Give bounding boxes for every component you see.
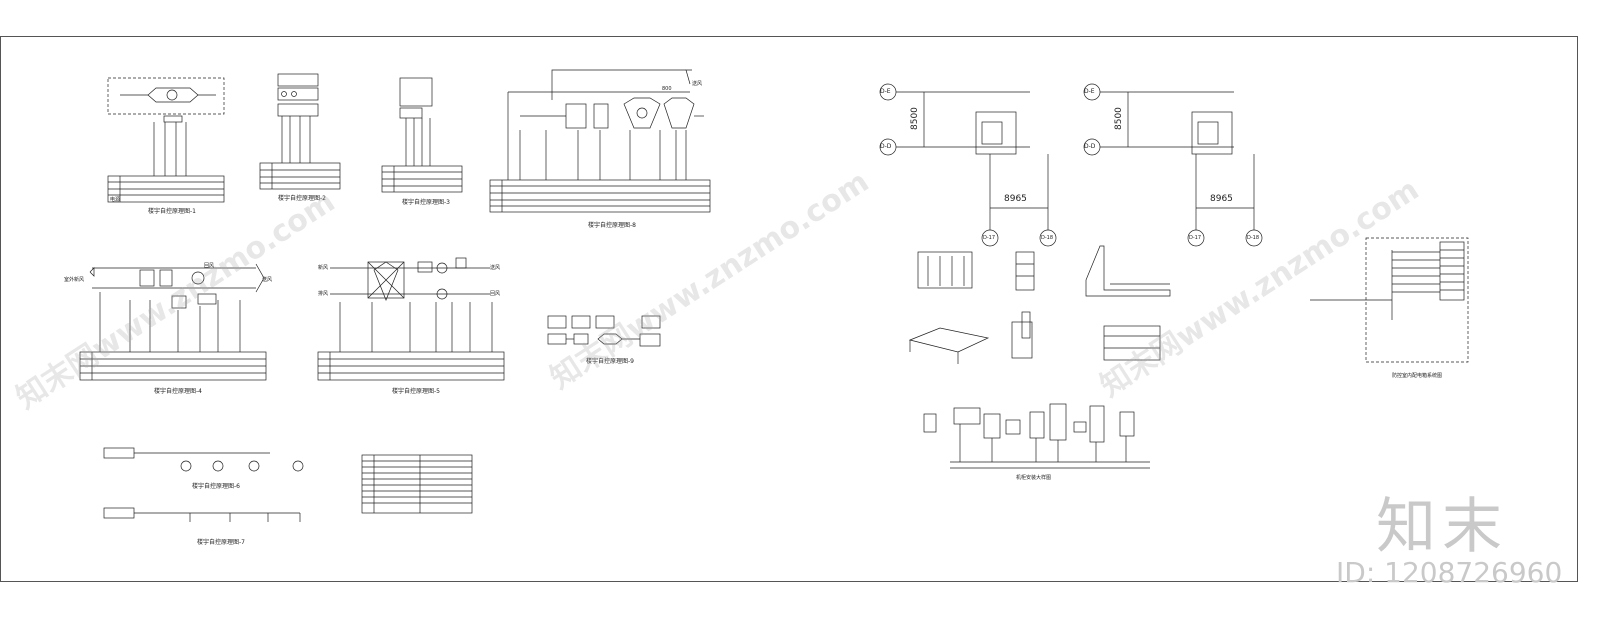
diagram-3-caption: 楼宇自控原理图-3 <box>402 199 450 206</box>
exhaust-air-label-5: 排风 <box>318 291 329 297</box>
return-air-label-5: 回风 <box>490 291 501 297</box>
axis-d17-label-2: D-17 <box>1189 235 1202 241</box>
axis-dd-label-1: D-D <box>880 143 892 150</box>
diagram-8-caption: 楼宇自控原理图-8 <box>588 222 636 229</box>
supply-air-label-5: 送风 <box>490 265 501 271</box>
axis-d18-label-1: D-18 <box>1041 235 1054 241</box>
axis-d17-label-1: D-17 <box>983 235 996 241</box>
outdoor-air-label-4: 室外新风 <box>64 277 85 283</box>
brand-logo: 知末 <box>1376 492 1508 562</box>
axis-de-label-1: D-E <box>880 88 891 95</box>
right-drawing-sheet <box>769 36 1578 582</box>
diagram-6-caption: 楼宇自控原理图-6 <box>192 483 240 490</box>
dim-8500-1: 8500 <box>910 107 920 130</box>
dim-800-label: 800 <box>662 86 672 92</box>
fresh-air-label-5: 新风 <box>318 265 329 271</box>
dim-8965-2: 8965 <box>1210 194 1233 204</box>
diagram-1-caption: 楼宇自控原理图-1 <box>148 208 196 215</box>
return-air-label-4: 回风 <box>204 263 215 269</box>
image-id-text: ID: 1208726960 <box>1336 556 1563 589</box>
system-caption: 防控室内配电箱系统图 <box>1392 373 1443 379</box>
axis-d18-label-2: D-18 <box>1247 235 1260 241</box>
dim-8500-2: 8500 <box>1114 107 1124 130</box>
diagram-5-caption: 楼宇自控原理图-5 <box>392 388 440 395</box>
axis-dd-label-2: D-D <box>1084 143 1096 150</box>
diagram-9-caption: 楼宇自控原理图-9 <box>586 358 634 365</box>
dim-8965-1: 8965 <box>1004 194 1027 204</box>
electric-label-1: 电源 <box>110 197 121 203</box>
supply-air-label-8: 送风 <box>692 81 703 87</box>
supply-air-label-4: 送风 <box>262 277 273 283</box>
cabinet-caption: 机柜安装大样图 <box>1016 475 1052 481</box>
axis-de-label-2: D-E <box>1084 88 1095 95</box>
diagram-7-caption: 楼宇自控原理图-7 <box>197 539 245 546</box>
diagram-2-caption: 楼宇自控原理图-2 <box>278 195 326 202</box>
diagram-4-caption: 楼宇自控原理图-4 <box>154 388 202 395</box>
